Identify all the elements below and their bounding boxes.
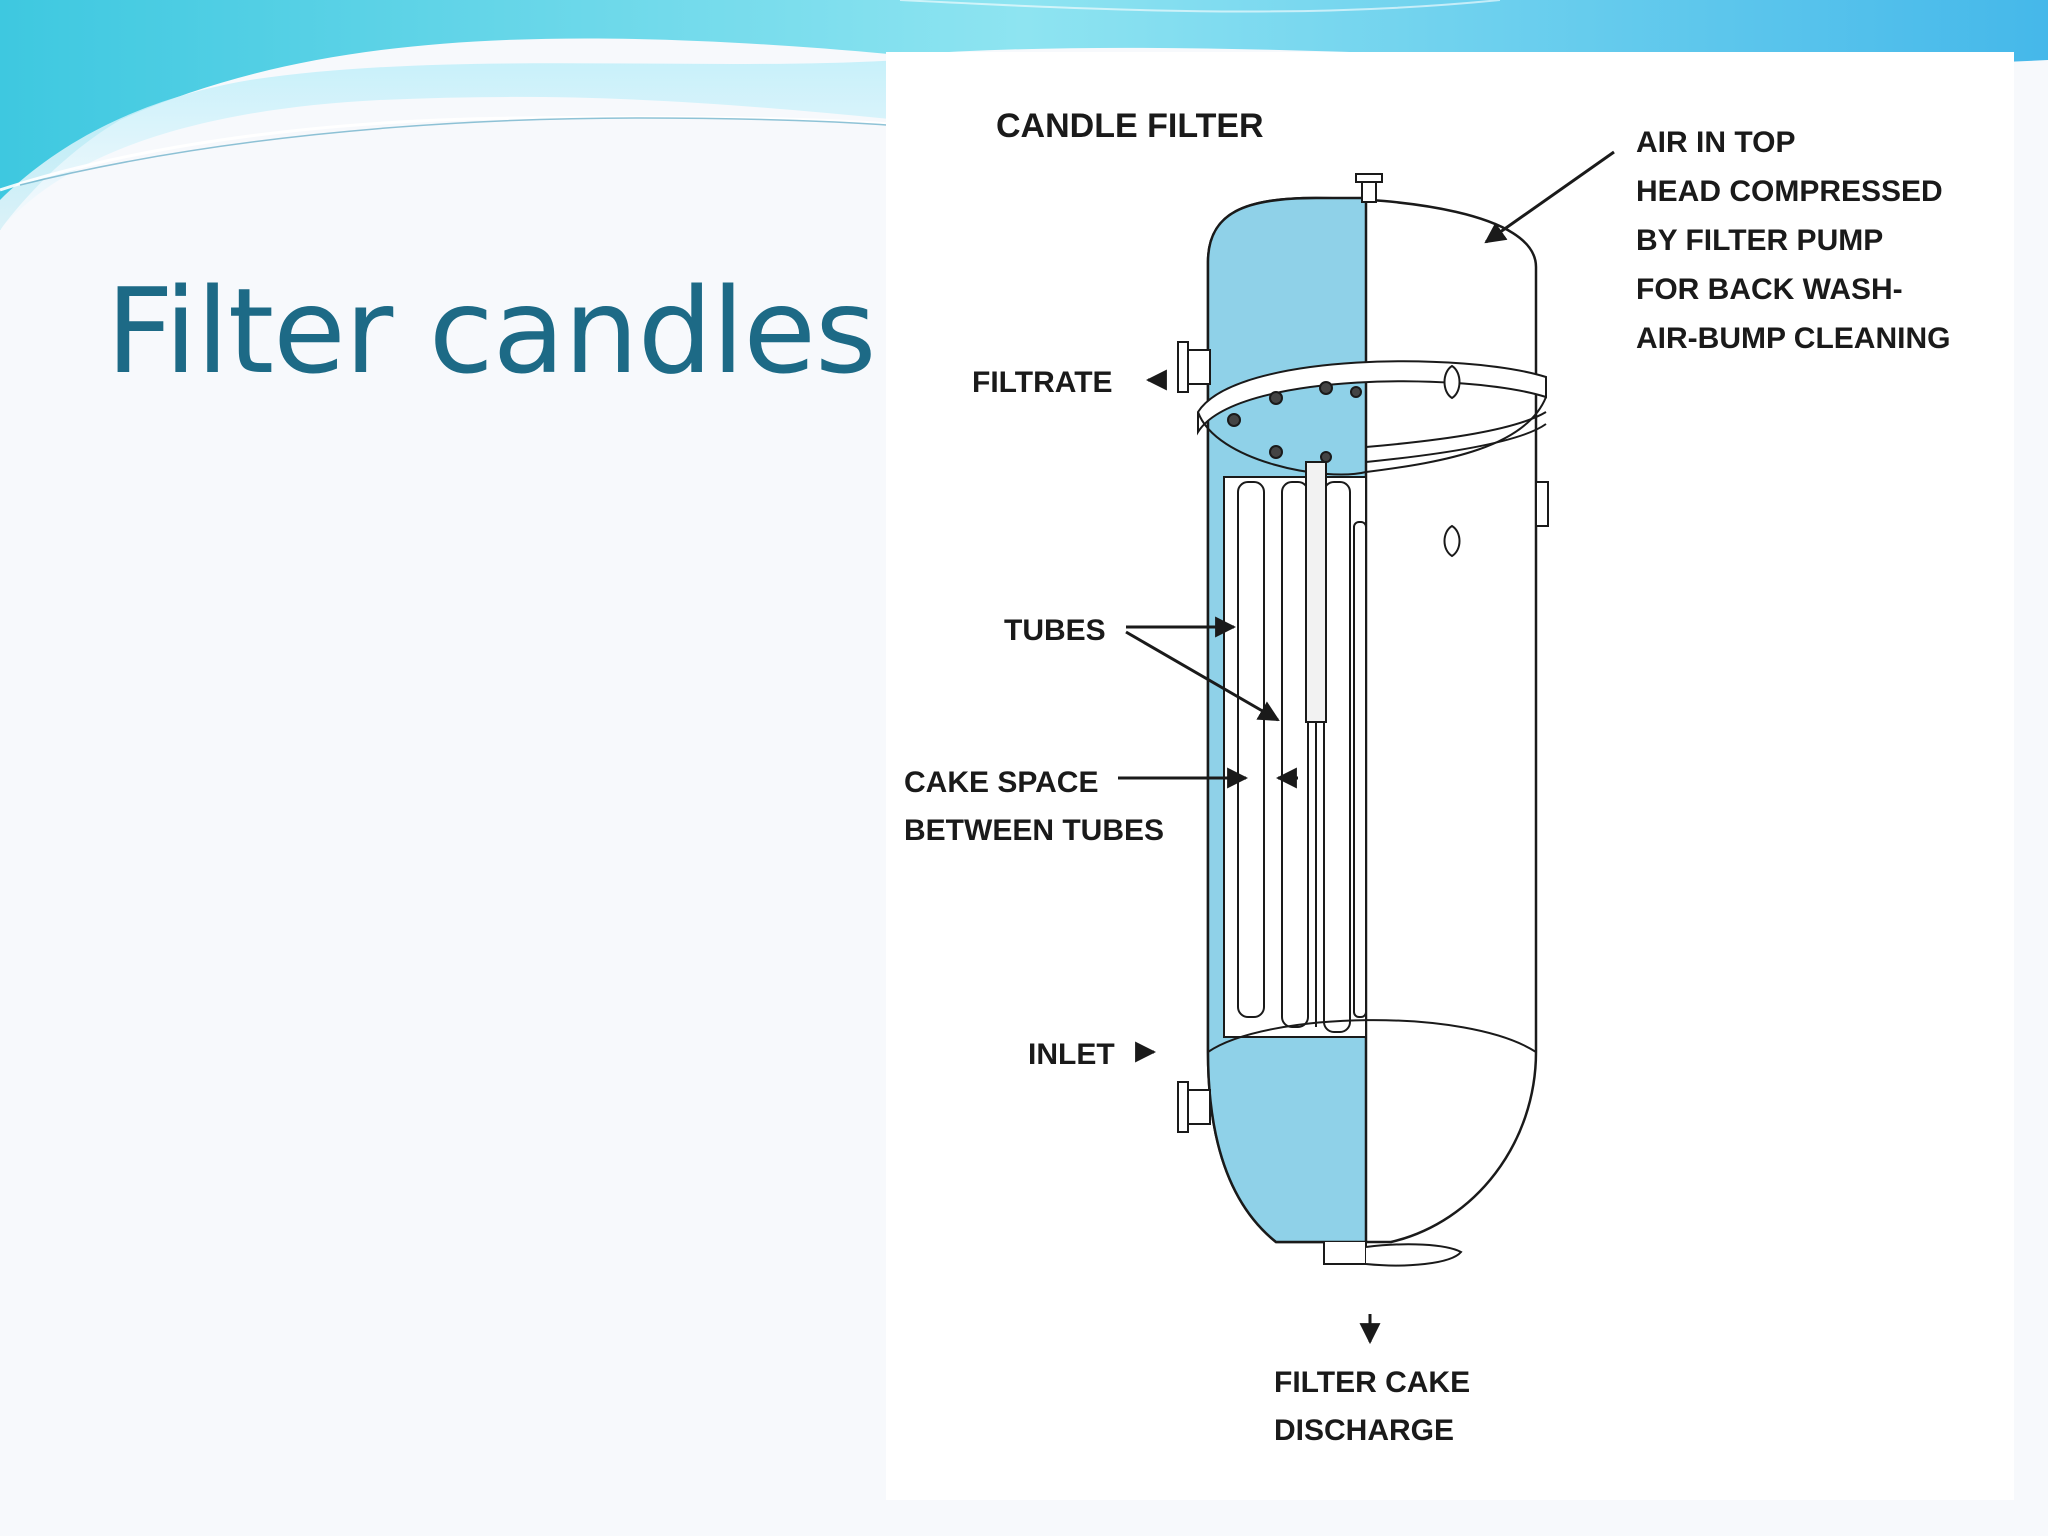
air-note-line-5: AIR-BUMP CLEANING [1636, 322, 1950, 355]
discharge-nozzle [1323, 1242, 1463, 1267]
diagram-canvas: CANDLE FILTER AIR IN TOP HEAD COMPRESSED… [904, 107, 1950, 1447]
cake-space-line-1: CAKE SPACE [904, 766, 1098, 799]
air-note-line-1: AIR IN TOP [1636, 126, 1795, 159]
air-note-label: AIR IN TOP HEAD COMPRESSED BY FILTER PUM… [1636, 126, 1950, 355]
discharge-label: FILTER CAKE DISCHARGE [1274, 1366, 1470, 1447]
air-note-line-4: FOR BACK WASH- [1636, 273, 1903, 306]
cake-space-label: CAKE SPACE BETWEEN TUBES [904, 766, 1164, 847]
filtrate-nozzle [1177, 341, 1211, 393]
bottom-head-seam [1207, 1019, 1537, 1053]
top-vent-nozzle [1355, 173, 1383, 203]
discharge-line-1: FILTER CAKE [1274, 1366, 1470, 1399]
air-note-line-3: BY FILTER PUMP [1636, 224, 1883, 257]
tubes-label: TUBES [1004, 614, 1106, 647]
air-note-line-2: HEAD COMPRESSED [1636, 175, 1943, 208]
filter-tubes [1237, 461, 1367, 1033]
cake-space-line-2: BETWEEN TUBES [904, 814, 1164, 847]
inlet-nozzle [1177, 1081, 1211, 1133]
filtrate-label: FILTRATE [972, 366, 1113, 399]
discharge-line-2: DISCHARGE [1274, 1414, 1454, 1447]
inlet-label: INLET [1028, 1038, 1115, 1071]
leader-arrows [1118, 150, 1615, 1345]
side-lugs [1443, 364, 1549, 558]
slide-title: Filter candles [106, 262, 876, 400]
candle-filter-diagram: CANDLE FILTER AIR IN TOP HEAD COMPRESSED… [886, 52, 2014, 1500]
diagram-title: CANDLE FILTER [996, 107, 1264, 145]
